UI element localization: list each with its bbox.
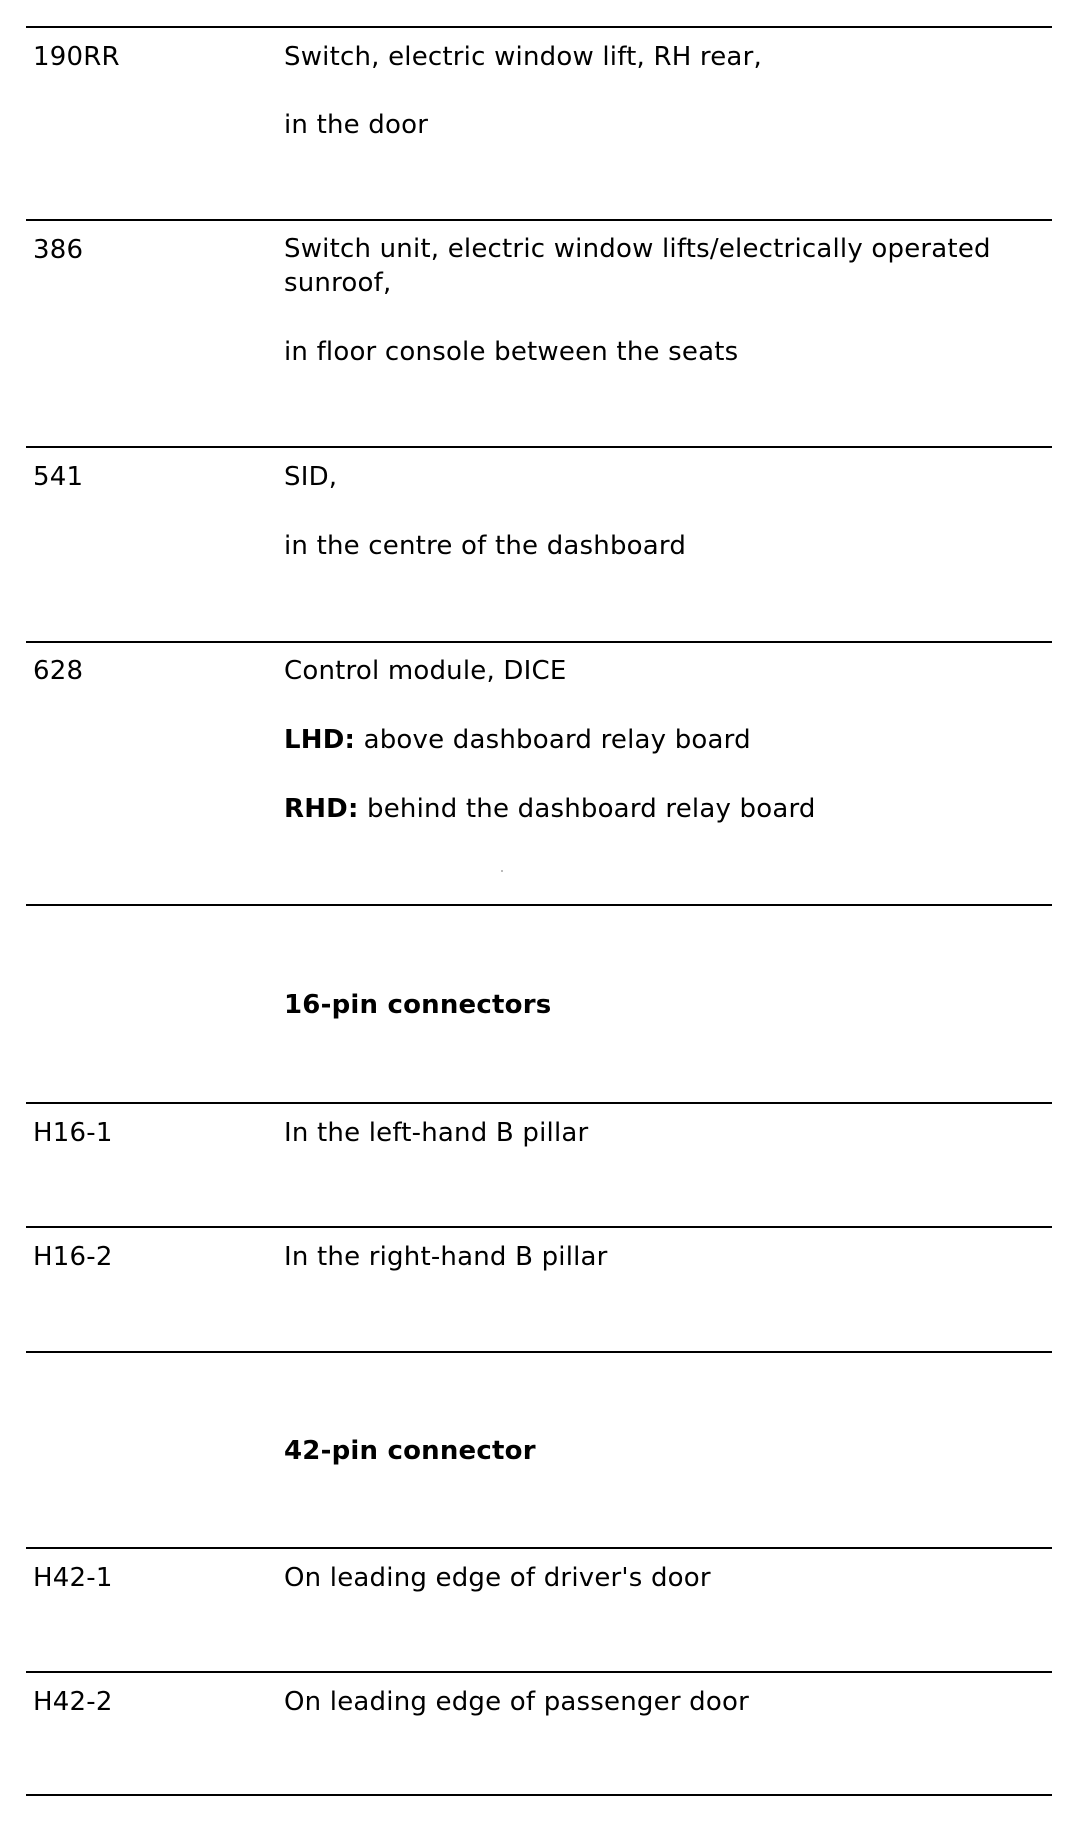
table-divider (26, 219, 1052, 221)
table-divider (26, 1226, 1052, 1228)
table-divider (26, 1547, 1052, 1549)
connector-location: In the left-hand B pillar (284, 1118, 589, 1148)
component-description: Control module, DICE (284, 656, 567, 686)
component-description: Switch unit, electric window lifts/elect… (284, 234, 991, 298)
rhd-label: RHD: (284, 794, 359, 824)
component-code: 386 (33, 235, 84, 265)
connector-location: In the right-hand B pillar (284, 1242, 608, 1272)
component-location: in the centre of the dashboard (284, 531, 687, 561)
lhd-label: LHD: (284, 725, 356, 755)
table-divider (26, 1671, 1052, 1673)
table-divider (26, 1794, 1052, 1796)
table-divider (26, 1351, 1052, 1353)
lhd-text: above dashboard relay board (363, 725, 751, 755)
component-location: in the door (284, 110, 429, 140)
rhd-text: behind the dashboard relay board (367, 794, 816, 824)
component-description: SID, (284, 462, 338, 492)
lhd-location: LHD: above dashboard relay board (284, 725, 751, 755)
component-code: 190RR (33, 42, 120, 72)
connector-location: On leading edge of driver's door (284, 1563, 711, 1593)
rhd-location: RHD: behind the dashboard relay board (284, 794, 816, 824)
section-heading-16pin: 16-pin connectors (284, 990, 552, 1020)
table-divider (26, 641, 1052, 643)
connector-code: H16-1 (33, 1118, 113, 1148)
component-location: in floor console between the seats (284, 337, 739, 367)
table-divider (26, 446, 1052, 448)
connector-location: On leading edge of passenger door (284, 1687, 749, 1717)
component-description: Switch, electric window lift, RH rear, (284, 42, 762, 72)
connector-code: H42-2 (33, 1687, 113, 1717)
table-divider (26, 904, 1052, 906)
connector-code: H42-1 (33, 1563, 113, 1593)
connector-code: H16-2 (33, 1242, 113, 1272)
table-divider (26, 26, 1052, 28)
component-code: 628 (33, 656, 84, 686)
scan-speck (501, 870, 503, 872)
component-code: 541 (33, 462, 84, 492)
section-heading-42pin: 42-pin connector (284, 1436, 536, 1466)
table-divider (26, 1102, 1052, 1104)
